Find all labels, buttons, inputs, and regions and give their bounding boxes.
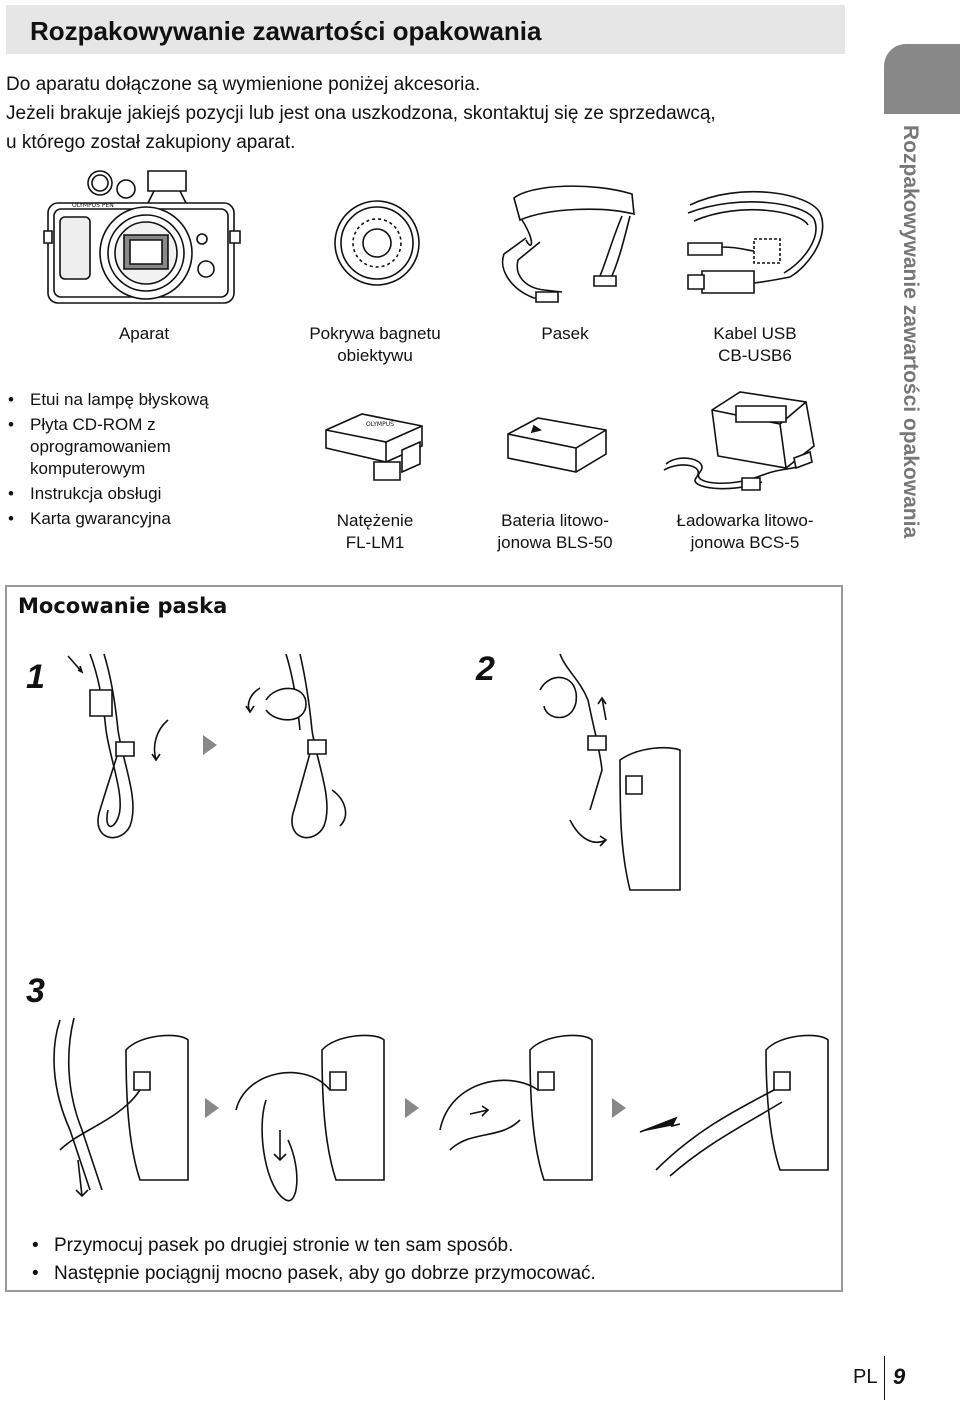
language-code: PL <box>853 1366 878 1388</box>
list-item: Następnie pociągnij mocno pasek, aby go … <box>28 1260 596 1288</box>
section-header: Rozpakowywanie zawartości opakowania <box>6 5 845 54</box>
intro-line-2: Jeżeli brakuje jakiejś pozycji lub jest … <box>6 103 716 124</box>
camera-brand-label: OLYMPUS PEN <box>72 202 114 209</box>
side-tab <box>884 44 960 114</box>
step-1b-illustration <box>236 650 366 850</box>
strap-illustration <box>492 180 642 308</box>
flash-brand-label: OLYMPUS <box>366 421 394 428</box>
camera-illustration: OLYMPUS PEN <box>44 165 244 315</box>
list-item: Płyta CD-ROM z oprogramowaniem komputero… <box>6 414 209 480</box>
list-item: Instrukcja obsługi <box>6 483 209 505</box>
step-3b-illustration <box>226 1020 386 1210</box>
page-number: 9 <box>893 1364 906 1389</box>
page-title: Rozpakowywanie zawartości opakowania <box>30 16 542 46</box>
step-3d-illustration <box>636 1020 831 1180</box>
strap-caption: Pasek <box>541 324 589 343</box>
step-2-illustration <box>540 650 680 890</box>
step-1-number: 1 <box>26 658 45 696</box>
usb-cable-illustration <box>680 185 830 310</box>
battery-caption: Bateria litowo- jonowa BLS-50 <box>497 511 613 552</box>
step-3-number: 3 <box>26 972 45 1010</box>
body-cap-caption: Pokrywa bagnetu obiektywu <box>309 324 441 365</box>
step-3a-illustration <box>30 1010 190 1210</box>
list-item: Karta gwarancyjna <box>6 508 209 530</box>
step-2-number: 2 <box>476 650 495 688</box>
flash-caption: Natężenie FL-LM1 <box>336 511 414 552</box>
step-arrow <box>203 735 217 755</box>
intro-line-1: Do aparatu dołączone są wymienione poniż… <box>6 74 481 95</box>
flash-illustration: OLYMPUS <box>322 412 426 484</box>
battery-illustration <box>504 414 610 476</box>
usb-cable-caption: Kabel USB CB-USB6 <box>713 324 797 365</box>
camera-caption: Aparat <box>118 324 170 343</box>
step-1a-illustration <box>60 650 180 850</box>
footer-divider <box>884 1356 885 1400</box>
step-arrow <box>405 1098 419 1118</box>
body-cap-illustration <box>333 198 421 288</box>
intro-line-3: u którego został zakupiony aparat. <box>6 132 296 153</box>
intro-text: Do aparatu dołączone są wymienione poniż… <box>6 70 846 157</box>
list-item: Przymocuj pasek po drugiej stronie w ten… <box>28 1232 596 1260</box>
step-3c-illustration <box>430 1020 595 1210</box>
charger-illustration <box>660 390 830 498</box>
strap-mounting-title: Mocowanie paska <box>18 594 228 618</box>
list-item: Etui na lampę błyskową <box>6 389 209 411</box>
step-arrow <box>612 1098 626 1118</box>
step-arrow <box>205 1098 219 1118</box>
side-section-label: Rozpakowywanie zawartości opakowania <box>899 125 922 539</box>
included-docs-list: Etui na lampę błyskową Płyta CD-ROM z op… <box>6 389 209 533</box>
charger-caption: Ładowarka litowo- jonowa BCS-5 <box>676 511 814 552</box>
strap-mounting-box <box>5 585 843 1292</box>
strap-notes: Przymocuj pasek po drugiej stronie w ten… <box>28 1232 596 1288</box>
